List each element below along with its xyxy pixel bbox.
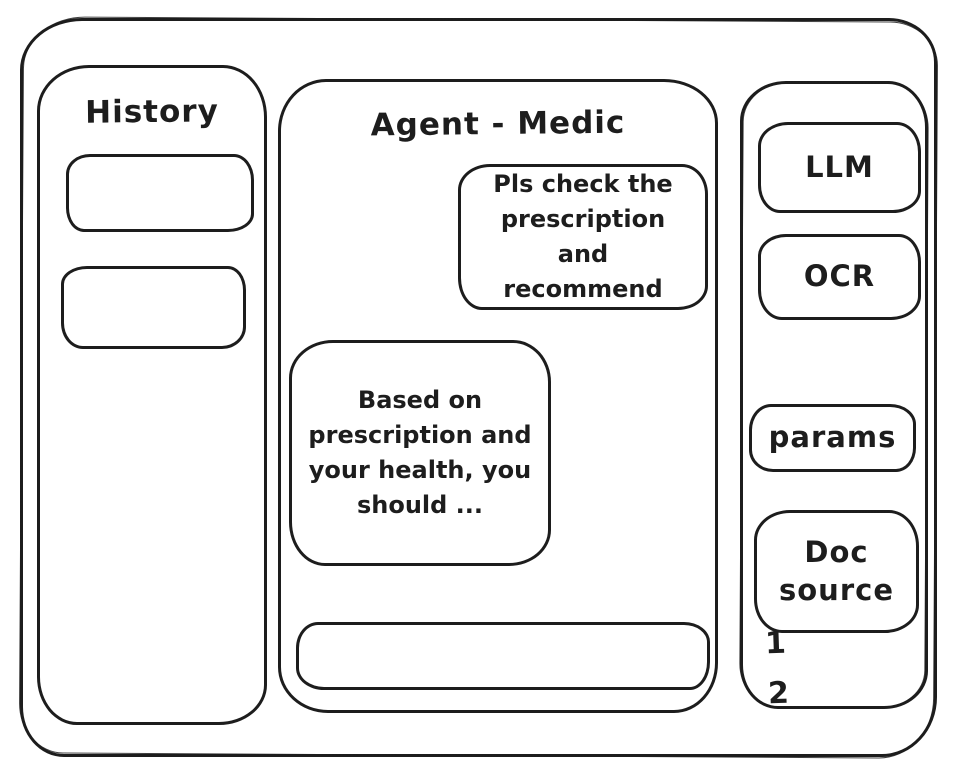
history-title: History	[84, 93, 219, 131]
history-panel: History	[37, 65, 267, 725]
doc-source-item-1[interactable]: 1	[764, 625, 787, 662]
user-message-text: Pls check the prescription and recommend	[493, 170, 673, 303]
chat-message-input[interactable]	[296, 622, 710, 690]
llm-button-label: LLM	[805, 149, 874, 184]
llm-button[interactable]: LLM	[758, 122, 921, 213]
params-button[interactable]: params	[749, 404, 916, 472]
doc-source-item-2[interactable]: 2	[767, 675, 790, 712]
ocr-button[interactable]: OCR	[758, 234, 921, 320]
agent-message-text: Based on prescription and your health, y…	[308, 386, 532, 519]
history-item[interactable]	[66, 154, 254, 232]
tools-panel: LLM OCR params Doc source 1 2	[740, 81, 928, 712]
doc-source-button[interactable]: Doc source	[754, 510, 919, 633]
ocr-button-label: OCR	[803, 259, 876, 294]
user-message-bubble: Pls check the prescription and recommend	[458, 164, 708, 310]
doc-source-button-label: Doc source	[779, 534, 894, 607]
chat-title: Agent - Medic	[370, 104, 626, 144]
history-item[interactable]	[61, 266, 246, 349]
app-frame: History Agent - Medic Pls check the pres…	[20, 18, 937, 757]
chat-panel: Agent - Medic Pls check the prescription…	[278, 79, 718, 713]
agent-message-bubble: Based on prescription and your health, y…	[289, 340, 551, 566]
params-button-label: params	[768, 420, 897, 455]
